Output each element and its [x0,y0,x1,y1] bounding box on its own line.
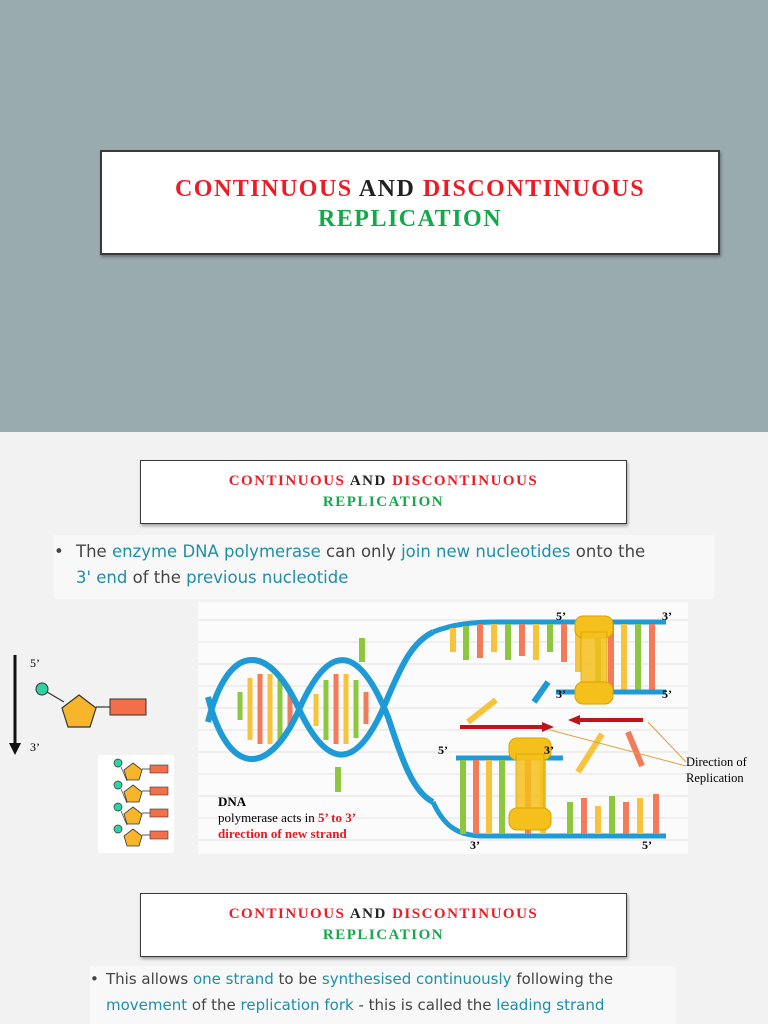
phosphate-icon [35,682,49,696]
bullet-highlight: movement [106,996,188,1014]
slide-2-title-box: CONTINUOUS AND DISCONTINUOUS REPLICATION [140,460,627,524]
bullet-highlight: leading strand [496,996,605,1014]
base-icon [109,698,147,716]
bullet-highlight: join new nucleotides [401,542,571,561]
title-and: AND [352,176,423,202]
bullet-text: can only [320,542,402,561]
slide-1-title-box: CONTINUOUS AND DISCONTINUOUS REPLICATION [100,150,720,255]
slide-3-bullet: • This allows one strand to be synthesise… [90,966,676,1024]
caption-dna: DNA [218,794,247,809]
label-3-prime: 3’ [556,687,566,701]
caption-polymerase: polymerase acts in 5’ to 3’ [218,810,356,826]
title-and: AND [345,473,393,489]
sugar-pentagon-icon [61,694,97,728]
direction-arrow-head [9,743,21,755]
title-continuous: CONTINUOUS [228,473,346,489]
lower-template-strand [430,800,666,839]
label-5-prime: 5’ [438,743,448,757]
label-5-prime: 5’ [642,838,652,852]
helix-base-pairs [237,674,369,744]
pointer-line [549,729,687,767]
bullet-text: following the [511,970,614,988]
helix-strand-b [205,657,435,805]
title-discontinuous: DISCONTINUOUS [392,473,539,489]
slide-1: CONTINUOUS AND DISCONTINUOUS REPLICATION [0,0,768,432]
title-discontinuous: DISCONTINUOUS [422,176,646,202]
bullet-text: This allows [106,970,193,988]
slide-2: CONTINUOUS AND DISCONTINUOUS REPLICATION… [0,432,768,878]
helix-strand-a [205,629,435,758]
title-replication: REPLICATION [317,206,503,232]
title-and: AND [345,906,393,922]
caption-highlight: 5’ to 3’ [318,810,357,825]
label-3-prime: 3’ [470,838,480,852]
slide-2-bullet: • The enzyme DNA polymerase can only join… [54,535,714,599]
upper-template-strand [432,619,666,635]
bullet-highlight: one strand [192,970,274,988]
slide-3-title-box: CONTINUOUS AND DISCONTINUOUS REPLICATION [140,893,627,957]
dna-replication-diagram: 5’ 3’ 3’ 5’ 5’ 3’ 3’ 5’ [198,602,688,854]
bullet-text: of the [187,996,241,1014]
label-3-prime: 3’ [544,743,554,757]
bullet-text: - this is called the [353,996,497,1014]
nucleotide-5-prime-label: 5’ [30,656,40,670]
title-discontinuous: DISCONTINUOUS [392,906,539,922]
nucleotide-chain [113,758,169,847]
free-nucleotides [335,638,645,792]
title-continuous: CONTINUOUS [174,176,353,202]
bullet-dot: • [90,970,99,988]
direction-of-replication-label: Direction of Replication [686,755,747,785]
label-3-prime: 3’ [662,609,672,623]
title-continuous: CONTINUOUS [228,906,346,922]
bullet-text: The [76,542,112,561]
label-5-prime: 5’ [662,687,672,701]
nucleotide-schematic: 5’ 3’ [9,655,174,853]
bullet-text: onto the [570,542,646,561]
nucleotide-3-prime-label: 3’ [30,740,40,754]
caption-direction-new-strand: direction of new strand [218,826,347,841]
title-replication: REPLICATION [322,494,445,510]
bullet-dot: • [54,542,64,561]
bullet-text: to be [273,970,322,988]
bullet-highlight: synthesised continuously [321,970,512,988]
label-5-prime: 5’ [556,609,566,623]
caption-text: polymerase acts in [218,810,318,825]
bullet-highlight: replication fork [240,996,354,1014]
bullet-highlight: previous nucleotide [186,568,349,587]
bullet-text: of the [127,568,187,587]
pointer-line [647,721,687,763]
title-replication: REPLICATION [322,927,445,943]
bullet-highlight: 3' end [76,568,128,587]
bullet-highlight: enzyme DNA polymerase [111,542,321,561]
